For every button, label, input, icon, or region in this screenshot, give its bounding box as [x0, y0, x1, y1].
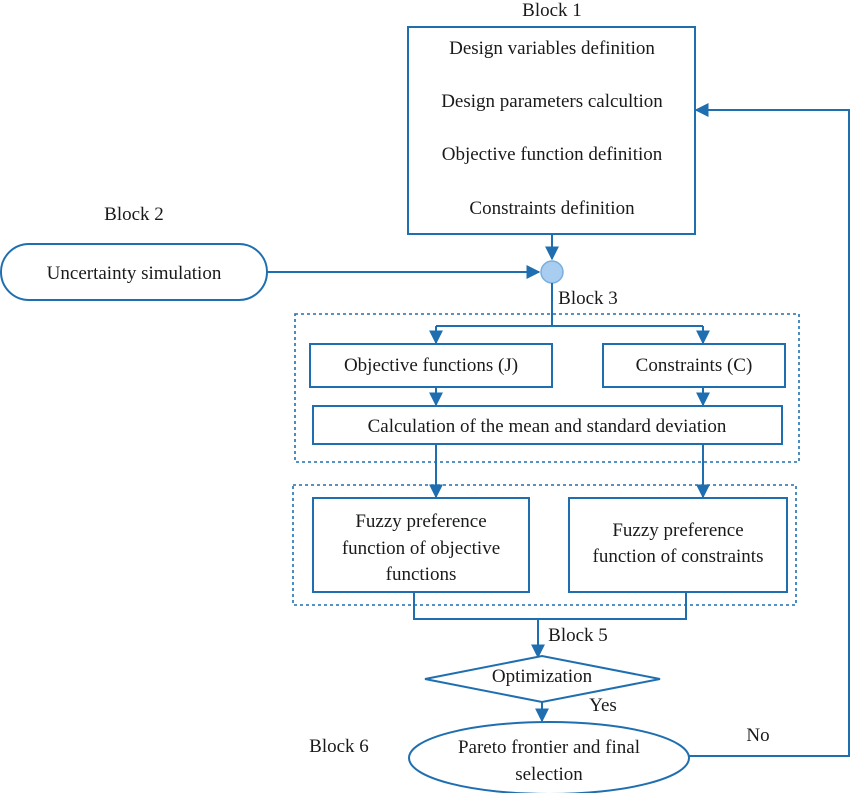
junction-node	[540, 260, 564, 284]
fuzzy-constraints-box	[568, 497, 788, 593]
pareto-line2: selection	[515, 764, 583, 785]
constraints-box	[602, 343, 786, 388]
block1-label: Block 1	[522, 0, 582, 21]
objective-functions-box	[309, 343, 553, 388]
block5-label: Block 5	[548, 625, 608, 646]
optimization-text: Optimization	[492, 666, 593, 687]
objective-function-text: Objective function definition	[442, 144, 663, 165]
block3-group	[294, 313, 800, 463]
pareto-line1: Pareto frontier and final	[458, 737, 640, 758]
block2-label: Block 2	[104, 204, 164, 225]
block6-label: Block 6	[309, 736, 369, 757]
optimization-diamond	[424, 654, 661, 704]
design-variables-text: Design variables definition	[449, 38, 655, 59]
fuzzy-objective-box	[312, 497, 530, 593]
constraints-text: Constraints (C)	[636, 355, 753, 376]
design-parameters-text: Design parameters calcultion	[441, 91, 663, 112]
fuzzy-objective-line2: function of objective	[342, 538, 500, 559]
mean-std-text: Calculation of the mean and standard dev…	[368, 416, 727, 437]
fuzzy-constraints-line2: function of constraints	[593, 546, 764, 567]
no-label: No	[746, 725, 769, 746]
mean-std-box	[312, 405, 783, 445]
constraints-definition-text: Constraints definition	[469, 198, 635, 219]
arrow-feedback-loop	[689, 103, 850, 757]
merge-line	[413, 592, 687, 620]
fuzzy-objective-line1: Fuzzy preference	[355, 511, 486, 532]
objective-functions-text: Objective functions (J)	[344, 355, 518, 376]
fuzzy-constraints-line1: Fuzzy preference	[612, 520, 743, 541]
block3-label: Block 3	[558, 288, 618, 309]
uncertainty-text: Uncertainty simulation	[47, 263, 222, 284]
pareto-ellipse	[408, 721, 690, 793]
block1-box	[407, 26, 696, 235]
fuzzy-objective-line3: functions	[386, 564, 457, 585]
yes-label: Yes	[589, 695, 617, 716]
